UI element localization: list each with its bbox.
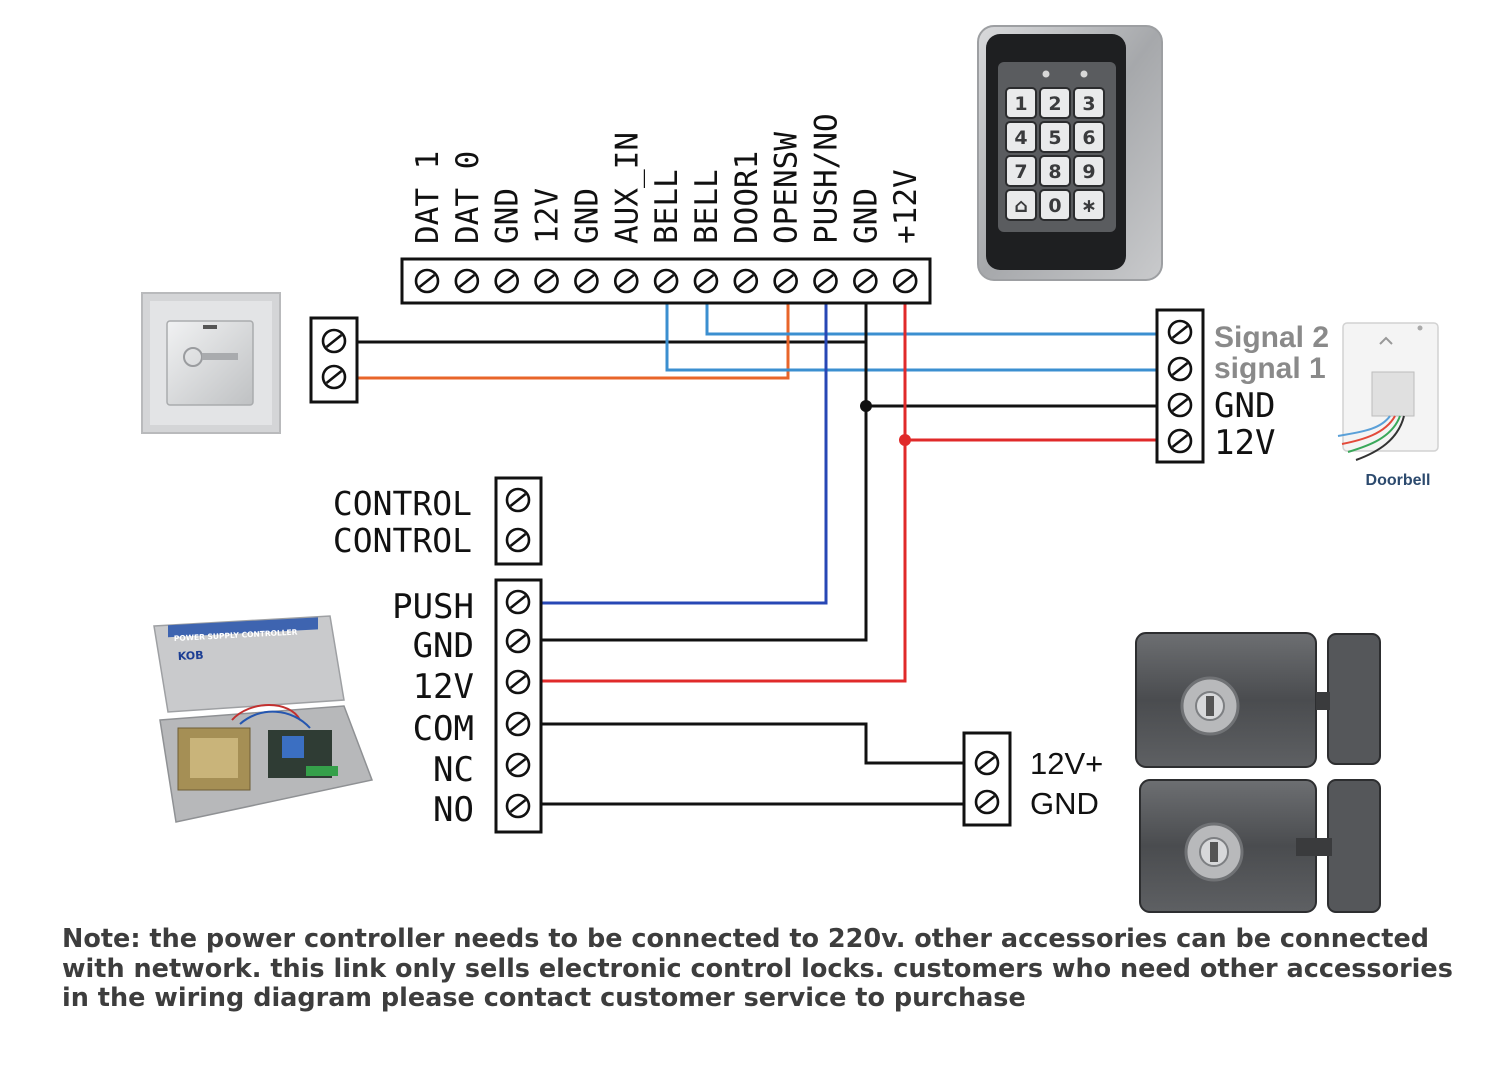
controller-label-3: GND xyxy=(490,188,526,244)
controller-screw-7 xyxy=(653,268,679,294)
power-label-12v: 12V xyxy=(413,667,474,707)
keypad-key-label: 6 xyxy=(1082,127,1095,149)
doorbell-label-12v: 12V xyxy=(1214,423,1275,463)
controller-screw-9 xyxy=(733,268,759,294)
keypad-key xyxy=(1073,189,1105,221)
keypad-key-label: 1 xyxy=(1014,93,1027,115)
exit-button-terminal-block xyxy=(309,316,359,404)
power-supply-brand: KOB xyxy=(177,649,203,663)
keypad-key xyxy=(1073,121,1105,153)
controller-label-1: DAT 1 xyxy=(410,151,446,244)
controller-screw-4 xyxy=(534,268,559,294)
power-label-control-2: CONTROL xyxy=(333,521,472,560)
controller-screw-10 xyxy=(773,268,798,294)
wire-bell-signal1 xyxy=(665,302,1157,372)
junction-gnd xyxy=(860,400,872,412)
controller-screw-5 xyxy=(574,268,599,294)
keypad-key xyxy=(1039,87,1071,119)
power-label-control-1: CONTROL xyxy=(333,484,472,523)
note-text: Note: the power controller needs to be c… xyxy=(62,924,1462,1014)
power-label-nc: NC xyxy=(433,750,474,790)
keypad-key xyxy=(1039,121,1071,153)
controller-screw-1 xyxy=(414,268,440,294)
note-line-1: Note: the power controller needs to be c… xyxy=(62,924,1430,954)
wire-gnd-bus xyxy=(541,302,868,642)
doorbell-label-signal1: signal 1 xyxy=(1214,352,1326,385)
keypad-key-label: ∗ xyxy=(1081,195,1097,217)
junction-12v xyxy=(899,434,911,446)
keypad-key xyxy=(1005,87,1037,119)
electric-lock-device xyxy=(1135,632,1381,913)
keypad-key-label: 7 xyxy=(1014,161,1027,183)
doorbell-label-signal2: Signal 2 xyxy=(1214,321,1329,354)
power-label-push: PUSH xyxy=(392,587,474,627)
controller-screw-3 xyxy=(494,268,520,294)
power-label-gnd: GND xyxy=(413,626,474,666)
controller-label-4: 12V xyxy=(530,188,566,244)
controller-label-2: DAT 0 xyxy=(450,151,486,244)
keypad-key xyxy=(1073,87,1105,119)
note-line-3: in the wiring diagram please contact cus… xyxy=(62,983,1026,1013)
keypad-key-label: 5 xyxy=(1048,127,1061,149)
power-label-com: COM xyxy=(413,709,474,749)
keypad-key-label: 0 xyxy=(1048,195,1061,217)
doorbell-caption: Doorbell xyxy=(1366,472,1431,489)
controller-screw-6 xyxy=(613,268,639,294)
note-line-2: with network. this link only sells elect… xyxy=(62,953,1453,984)
doorbell-device xyxy=(1337,322,1439,461)
keypad-key xyxy=(1005,121,1037,153)
power-control-terminal-block xyxy=(494,476,543,566)
wire-push xyxy=(541,302,828,605)
controller-label-12: GND xyxy=(848,188,884,244)
controller-label-10: OPENSW xyxy=(769,132,805,244)
keypad-key-label: ⌂ xyxy=(1014,195,1028,217)
exit-button xyxy=(141,292,281,434)
controller-label-8: BELL xyxy=(689,169,725,244)
keypad-key-label: 8 xyxy=(1048,161,1061,183)
controller-label-13: +12V xyxy=(888,169,924,244)
keypad-key xyxy=(1073,155,1105,187)
doorbell-label-gnd: GND xyxy=(1214,386,1275,426)
power-label-no: NO xyxy=(433,790,474,830)
controller-screw-2 xyxy=(454,268,480,294)
wires xyxy=(357,302,1157,806)
wire-com-lock xyxy=(541,722,964,765)
controller-screw-11 xyxy=(813,268,838,294)
doorbell-terminal-block xyxy=(1155,308,1205,464)
keypad-key xyxy=(1039,189,1071,221)
controller-label-9: DOOR1 xyxy=(729,151,765,244)
lock-label-gnd: GND xyxy=(1030,786,1099,821)
lock-label-12v-plus: 12V+ xyxy=(1030,746,1103,781)
controller-screw-12 xyxy=(853,268,878,294)
keypad-key xyxy=(1005,189,1037,221)
controller-screw-8 xyxy=(693,268,719,294)
keypad-key-label: 9 xyxy=(1082,161,1095,183)
lock-terminal-block xyxy=(962,731,1012,827)
wire-12v-bus xyxy=(541,302,907,683)
power-output-terminal-block xyxy=(494,578,543,834)
keypad-key-label: 4 xyxy=(1014,127,1027,149)
wire-bell-signal2 xyxy=(705,302,1157,336)
keypad-key xyxy=(1039,155,1071,187)
controller-label-5: GND xyxy=(569,188,605,244)
controller-screw-13 xyxy=(892,268,918,294)
controller-label-6: AUX_IN xyxy=(609,132,645,244)
keypad-key-label: 3 xyxy=(1082,93,1095,115)
keypad-key-label: 2 xyxy=(1048,93,1061,115)
wire-exit-button-opensw xyxy=(357,302,790,380)
power-supply-device: POWER SUPPLY CONTROLLER KOB xyxy=(153,615,374,823)
controller-label-11: PUSH/NO xyxy=(809,113,845,244)
keypad-key xyxy=(1005,155,1037,187)
controller-label-7: BELL xyxy=(649,169,685,244)
